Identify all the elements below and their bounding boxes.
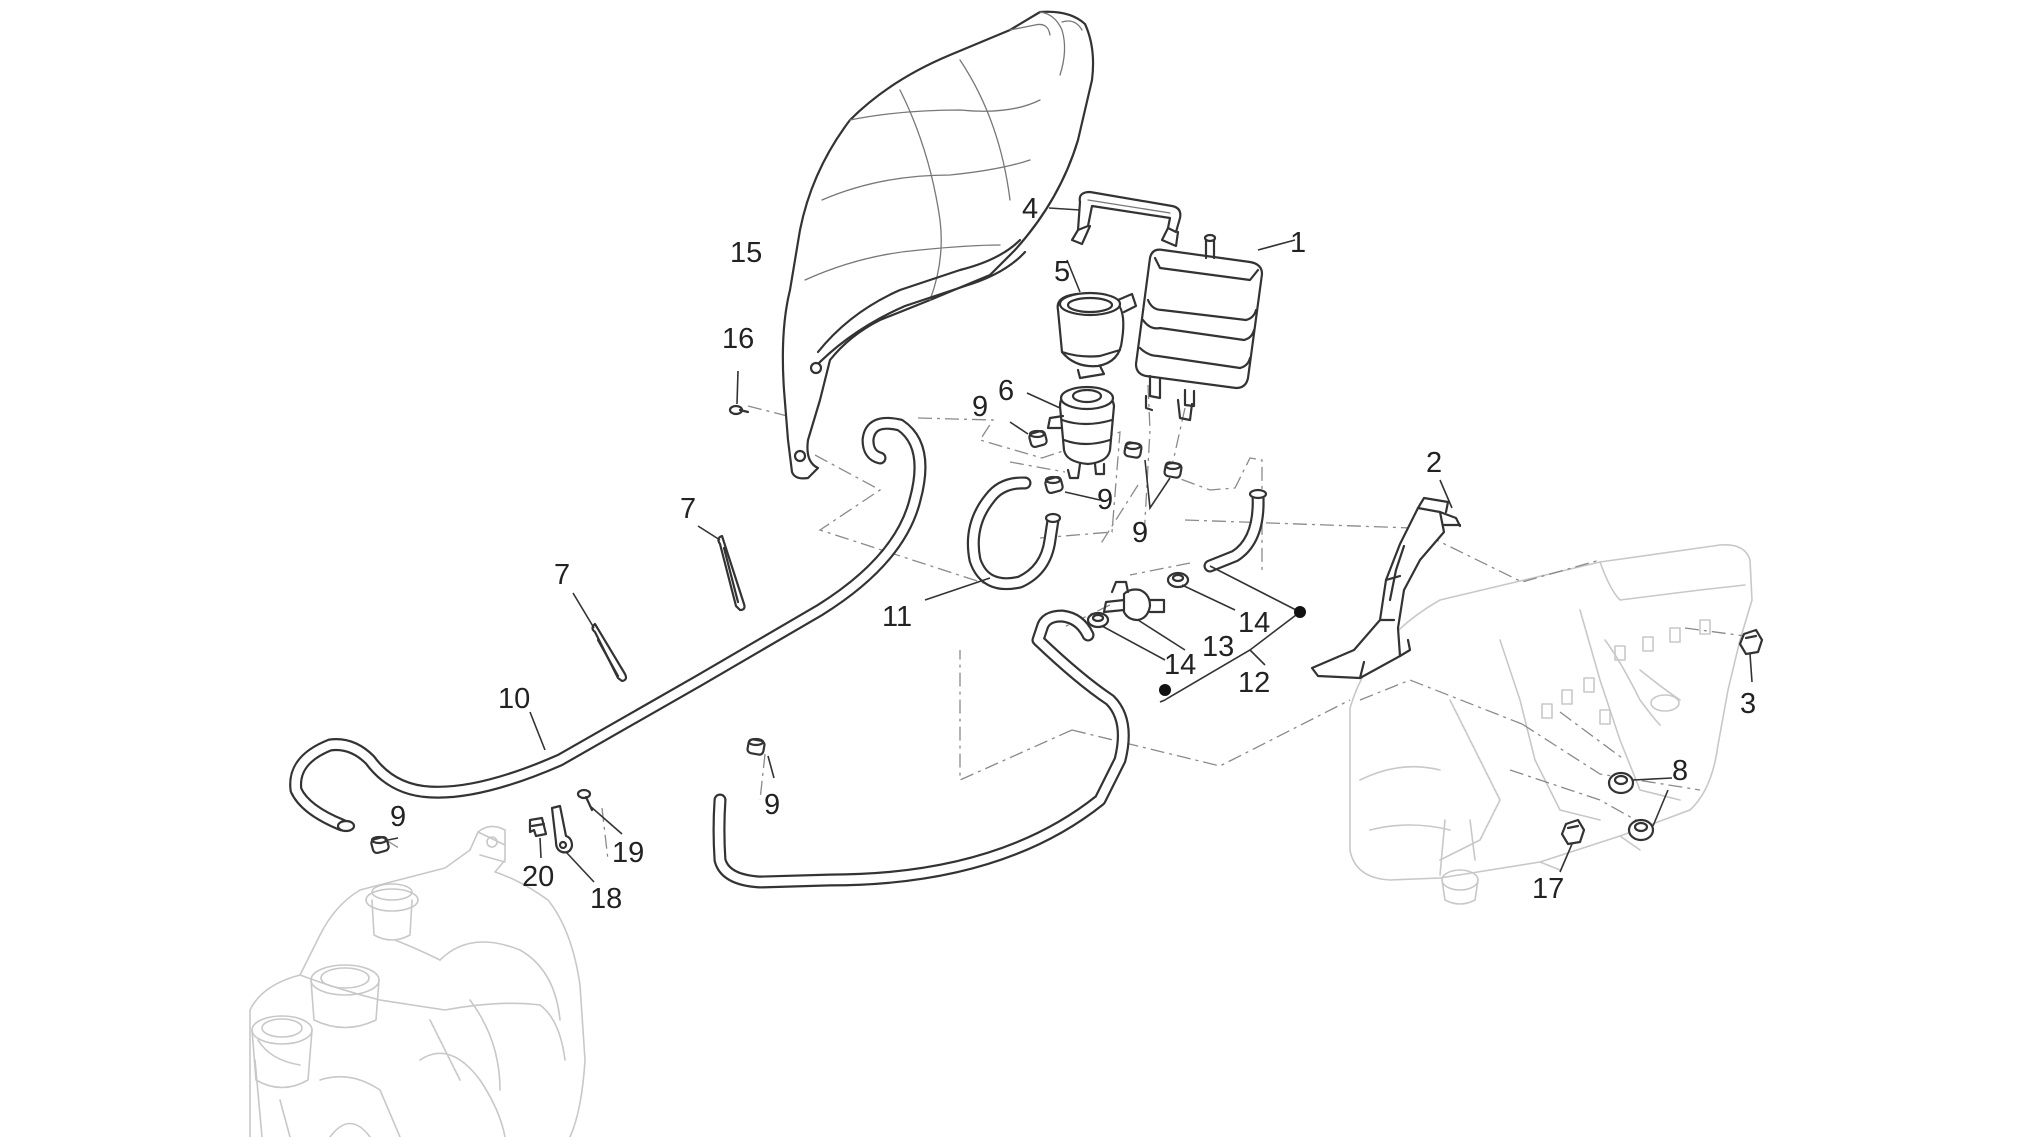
callout-labels: 1 2 3 4 5 6 7 7 8 9 9 9 9 9 10 11 12 13 … (390, 193, 1756, 915)
callout-7a: 7 (554, 559, 570, 591)
assembly-brackets (1159, 565, 1306, 703)
clip-9-e (746, 737, 775, 779)
callout-10: 10 (498, 683, 530, 715)
part-5-holder-ring (1056, 259, 1138, 380)
callout-6: 6 (998, 375, 1014, 407)
callout-17: 17 (1532, 873, 1564, 905)
part-16-screw (728, 370, 750, 416)
part-10-long-hose (289, 416, 927, 833)
callout-7b: 7 (680, 493, 696, 525)
callout-20: 20 (522, 861, 554, 893)
part-14-clamps (1086, 571, 1236, 661)
fuel-tank-ghost (249, 825, 586, 1137)
tie-7-a (572, 592, 628, 683)
callout-18: 18 (590, 883, 622, 915)
callout-15: 15 (730, 237, 762, 269)
part-2-bracket (1310, 479, 1462, 680)
hose-end-marker-upper (1294, 606, 1306, 618)
callout-13: 13 (1202, 631, 1234, 663)
frame-panel-ghost (1349, 543, 1753, 905)
part-15-heat-shield (781, 10, 1095, 480)
callout-19: 19 (612, 837, 644, 869)
part-9-hose-clips (370, 421, 1183, 855)
part-19-screw (576, 788, 623, 835)
part-13-valve (1102, 580, 1186, 651)
hose-end-marker-lower (1159, 684, 1171, 696)
tie-7-b (697, 525, 746, 612)
callout-14a: 14 (1238, 607, 1270, 639)
part-6-filter (1026, 385, 1116, 480)
part-3-nut (1738, 628, 1764, 683)
callout-12: 12 (1238, 667, 1270, 699)
part-7-cable-ties (572, 525, 746, 683)
part-18-bracket (550, 804, 595, 883)
part-17-nut (1559, 818, 1586, 873)
clip-9-c (1123, 441, 1183, 511)
assembly-dash-lines (385, 384, 1761, 861)
callout-16: 16 (722, 323, 754, 355)
callout-9d: 9 (390, 801, 406, 833)
part-12-hose-assembly (712, 488, 1268, 889)
callout-5: 5 (1054, 256, 1070, 288)
part-4-clamp-band (1048, 190, 1182, 248)
callout-9c: 9 (1132, 517, 1148, 549)
callout-2: 2 (1426, 447, 1442, 479)
callout-8: 8 (1672, 755, 1688, 787)
part-20-clip (528, 816, 548, 859)
clip-9-b (1044, 475, 1101, 501)
callout-1: 1 (1290, 227, 1306, 259)
part-1-canister (1134, 233, 1296, 422)
part-11-hose (924, 476, 1062, 601)
part-8-grommets (1607, 771, 1673, 842)
callout-4: 4 (1022, 193, 1038, 225)
callout-11: 11 (882, 601, 912, 633)
callout-9a: 9 (972, 391, 988, 423)
callout-3: 3 (1740, 688, 1756, 720)
clip-9-d (370, 835, 399, 855)
clip-9-a (1009, 421, 1048, 449)
callout-9e: 9 (764, 789, 780, 821)
callout-9b: 9 (1097, 484, 1113, 516)
callout-14b: 14 (1164, 649, 1196, 681)
